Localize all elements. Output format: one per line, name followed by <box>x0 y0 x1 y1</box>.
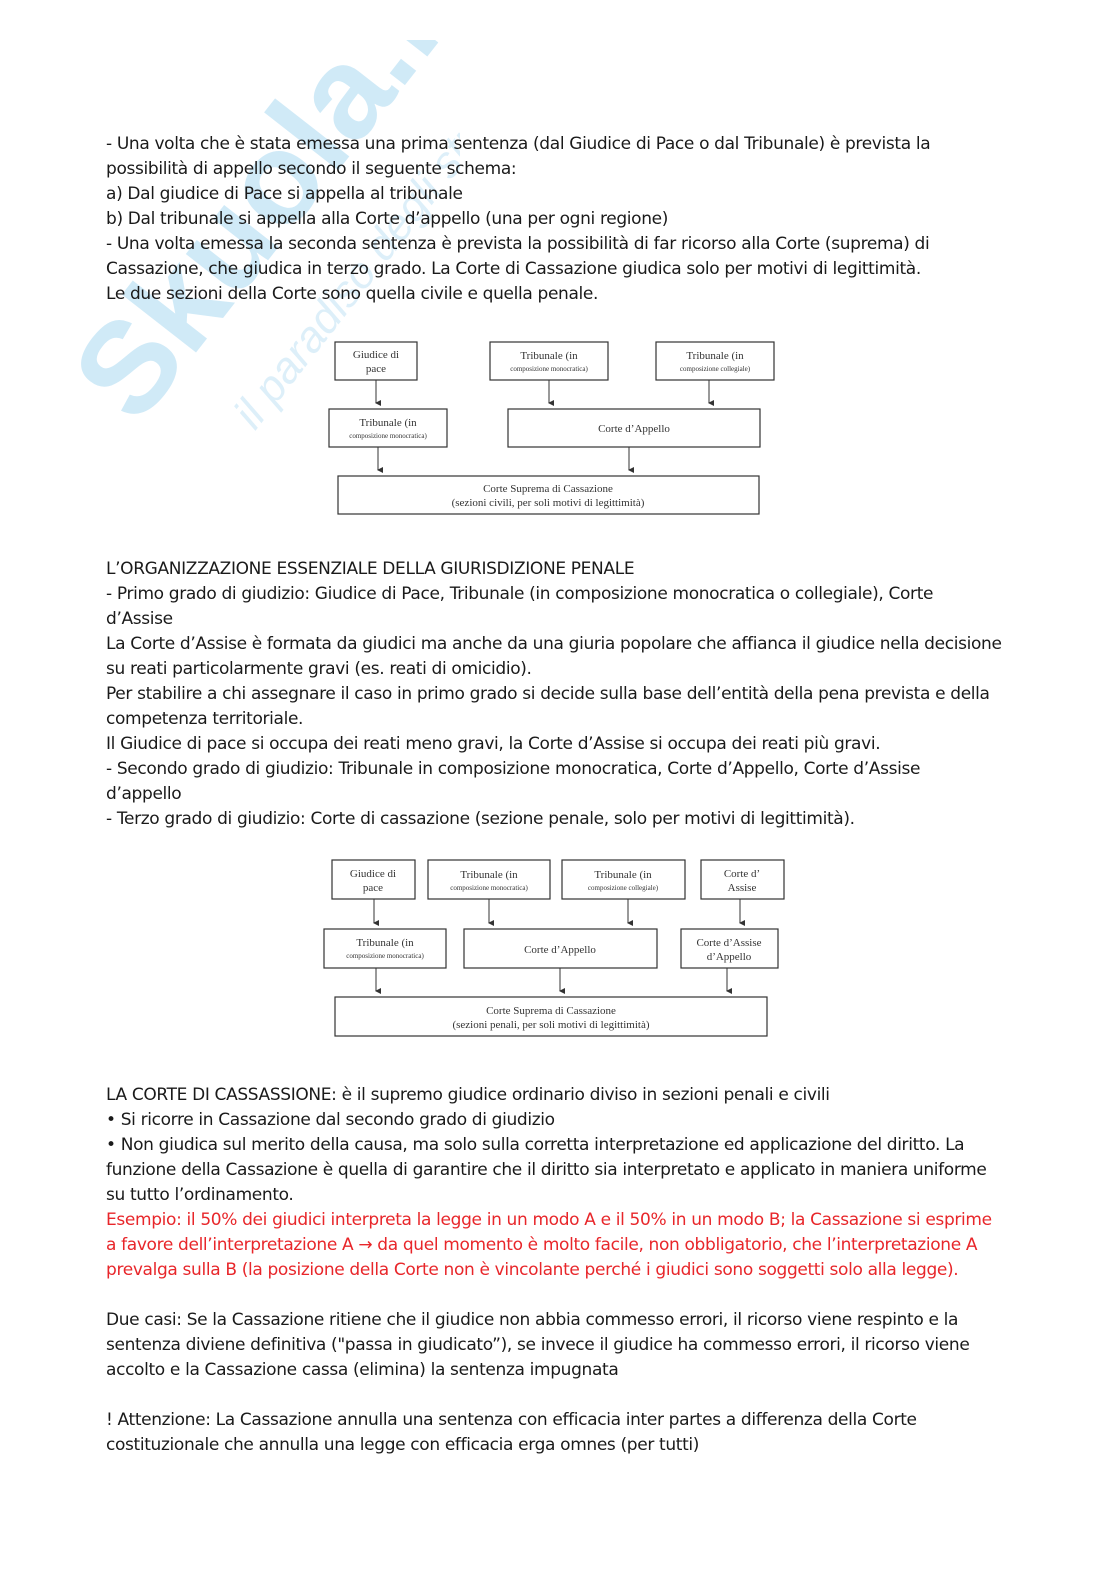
node-label: composizione monocratica) <box>349 432 427 440</box>
node-tribunale-monocratica: Tribunale (in composizione monocratica) <box>489 341 609 381</box>
text-line: - Una volta che è stata emessa una prima… <box>106 134 931 154</box>
node-corte-appello: Corte d’Appello <box>507 408 761 448</box>
section-heading: L’ORGANIZZAZIONE ESSENZIALE DELLA GIURIS… <box>106 559 635 579</box>
node-label: Corte d’Appello <box>598 423 670 435</box>
node-label: Tribunale (in <box>460 869 518 881</box>
node-label: composizione collegiale) <box>588 884 659 892</box>
attention-paragraph: ! Attenzione: La Cassazione annulla una … <box>106 1408 1006 1458</box>
text-line: accolto e la Cassazione cassa (elimina) … <box>106 1360 619 1380</box>
node-label: Corte Suprema di Cassazione <box>486 1005 616 1017</box>
text-line: - Una volta emessa la seconda sentenza è… <box>106 234 930 254</box>
node-label: Corte d’Appello <box>524 944 596 956</box>
node-tribunale-collegiale: Tribunale (in composizione collegiale) <box>655 341 775 381</box>
node-label: (sezioni civili, per soli motivi di legi… <box>452 497 645 509</box>
text-line: possibilità di appello secondo il seguen… <box>106 159 517 179</box>
node-cassazione: Corte Suprema di Cassazione (sezioni civ… <box>337 475 760 515</box>
text-line: Esempio: il 50% dei giudici interpreta l… <box>106 1210 992 1230</box>
text-line: su tutto l’ordinamento. <box>106 1185 294 1205</box>
node-label: composizione collegiale) <box>680 365 751 373</box>
section-heading: LA CORTE DI CASSASSIONE: è il supremo gi… <box>106 1085 830 1105</box>
node-assise-appello: Corte d’Assise d’Appello <box>680 928 779 969</box>
text-line: ! Attenzione: La Cassazione annulla una … <box>106 1410 917 1430</box>
text-line: su reati particolarmente gravi (es. reat… <box>106 659 532 679</box>
node-label: Tribunale (in <box>520 350 578 362</box>
node-label: Giudice di <box>353 349 399 361</box>
text-line: costituzionale che annulla una legge con… <box>106 1435 700 1455</box>
node-tribunale-secondo: Tribunale (in composizione monocratica) <box>328 408 448 448</box>
node-tribunale-monocratica: Tribunale (in composizione monocratica) <box>427 859 551 900</box>
text-line: - Primo grado di giudizio: Giudice di Pa… <box>106 584 934 604</box>
node-tribunale-secondo: Tribunale (in composizione monocratica) <box>323 928 447 969</box>
section1-text: - Una volta che è stata emessa una prima… <box>106 132 1006 307</box>
cases-paragraph: Due casi: Se la Cassazione ritiene che i… <box>106 1308 1006 1383</box>
node-label: Corte d’ <box>724 868 760 880</box>
text-line: Le due sezioni della Corte sono quella c… <box>106 284 599 304</box>
text-line: d’Assise <box>106 609 173 629</box>
node-label: Tribunale (in <box>594 869 652 881</box>
node-label: pace <box>363 882 383 894</box>
text-line: Cassazione, che giudica in terzo grado. … <box>106 259 921 279</box>
text-line: La Corte d’Assise è formata da giudici m… <box>106 634 1002 654</box>
section3-intro: LA CORTE DI CASSASSIONE: è il supremo gi… <box>106 1083 1006 1208</box>
node-label: composizione monocratica) <box>450 884 528 892</box>
node-label: Corte Suprema di Cassazione <box>483 483 613 495</box>
node-label: Giudice di <box>350 868 396 880</box>
text-line: a favore dell’interpretazione A → da que… <box>106 1235 978 1255</box>
text-line: Il Giudice di pace si occupa dei reati m… <box>106 734 881 754</box>
example-paragraph: Esempio: il 50% dei giudici interpreta l… <box>106 1208 1006 1283</box>
text-line: • Non giudica sul merito della causa, ma… <box>106 1135 965 1155</box>
text-line: prevalga sulla B (la posizione della Cor… <box>106 1260 959 1280</box>
text-line: funzione della Cassazione è quella di ga… <box>106 1160 987 1180</box>
text-line: • Si ricorre in Cassazione dal secondo g… <box>106 1110 555 1130</box>
text-line: Per stabilire a chi assegnare il caso in… <box>106 684 990 704</box>
text-line: - Terzo grado di giudizio: Corte di cass… <box>106 809 855 829</box>
section2-text: L’ORGANIZZAZIONE ESSENZIALE DELLA GIURIS… <box>106 557 1006 832</box>
node-label: composizione monocratica) <box>510 365 588 373</box>
node-label: (sezioni penali, per soli motivi di legi… <box>452 1019 649 1031</box>
node-label: Tribunale (in <box>359 417 417 429</box>
node-corte-assise: Corte d’ Assise <box>700 859 785 900</box>
text-line: - Secondo grado di giudizio: Tribunale i… <box>106 759 921 779</box>
text-line: d’appello <box>106 784 182 804</box>
text-line: Due casi: Se la Cassazione ritiene che i… <box>106 1310 959 1330</box>
node-corte-appello: Corte d’Appello <box>463 928 658 969</box>
node-giudice-pace: Giudice di pace <box>331 859 416 900</box>
node-label: composizione monocratica) <box>346 952 424 960</box>
node-label: d’Appello <box>707 951 752 963</box>
node-label: Tribunale (in <box>686 350 744 362</box>
text-line: competenza territoriale. <box>106 709 304 729</box>
node-tribunale-collegiale: Tribunale (in composizione collegiale) <box>561 859 686 900</box>
text-line: sentenza diviene definitiva ("passa in g… <box>106 1335 970 1355</box>
node-label: Assise <box>728 882 757 894</box>
node-label: Tribunale (in <box>356 937 414 949</box>
node-cassazione: Corte Suprema di Cassazione (sezioni pen… <box>334 996 768 1037</box>
node-label: pace <box>366 363 386 375</box>
text-line: b) Dal tribunale si appella alla Corte d… <box>106 209 669 229</box>
node-label: Corte d’Assise <box>696 937 761 949</box>
text-line: a) Dal giudice di Pace si appella al tri… <box>106 184 463 204</box>
